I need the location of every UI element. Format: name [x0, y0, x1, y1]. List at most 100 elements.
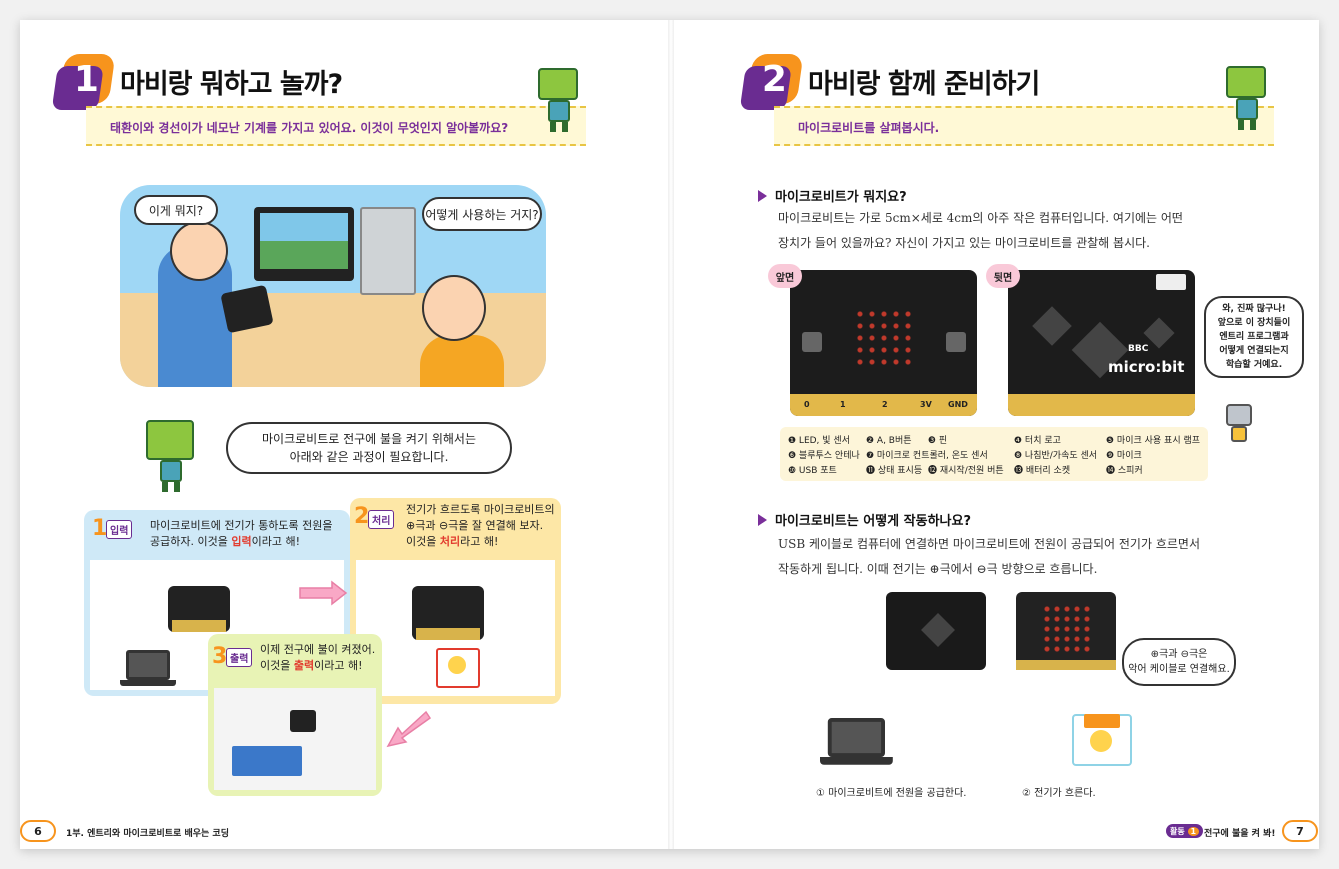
step-text: 전기가 흐르도록 마이크로비트의 ⊕극과 ⊖극을 잘 연결해 보자. 이것을 처…	[406, 502, 555, 550]
battery-socket	[1156, 274, 1186, 290]
intro-band-left: 태환이와 경선이가 네모난 기계를 가지고 있어요. 이것이 무엇인지 알아볼까…	[86, 106, 586, 146]
pin-strip	[1008, 394, 1195, 416]
microbit-board	[412, 586, 484, 640]
microbit-back: BBC micro:bit	[1008, 270, 1195, 416]
section-heading: 마이크로비트는 어떻게 작동하나요?	[758, 510, 971, 529]
legend-item: ❹ 터치 로고	[1014, 436, 1061, 446]
paragraph: USB 케이블로 컴퓨터에 연결하면 마이크로비트에 전원이 공급되어 전기가 …	[778, 532, 1200, 582]
step-text: 마이크로비트에 전기가 통하도록 전원을 공급하자. 이것을 입력이라고 해!	[150, 518, 333, 550]
battery-board	[232, 746, 302, 776]
paragraph-line: 작동하게 됩니다. 이때 전기는 ⊕극에서 ⊖극 방향으로 흐릅니다.	[778, 562, 1098, 576]
step-text-line: 마이크로비트에 전기가 통하도록 전원을	[150, 519, 333, 532]
microbit-back-small	[886, 592, 986, 670]
step-tag: 출력	[226, 648, 253, 667]
girl-character	[420, 335, 504, 387]
legend-item: ❺ 마이크 사용 표시 램프	[1106, 436, 1201, 446]
step-tag: 처리	[368, 510, 395, 529]
comic-panel: 이게 뭐지? 어떻게 사용하는 거지?	[120, 185, 546, 387]
component-legend: ❶ LED, 빛 센서 ❷ A, B버튼 ❸ 핀 ❹ 터치 로고 ❺ 마이크 사…	[780, 427, 1208, 481]
legend-item: ⓫ 상태 표시등	[866, 466, 923, 476]
step-output-box: 3 출력 이제 전구에 불이 켜졌어. 이것을 출력이라고 해!	[208, 634, 382, 796]
intro-text-left: 태환이와 경선이가 네모난 기계를 가지고 있어요. 이것이 무엇인지 알아볼까…	[110, 121, 509, 135]
page-number-right: 7	[1282, 820, 1318, 842]
button-a	[802, 332, 822, 352]
pin-label: 1	[840, 400, 846, 409]
section-badge-2: 2	[746, 54, 804, 104]
microbit-front: 0 1 2 3V GND	[790, 270, 977, 416]
page-gutter	[668, 20, 674, 849]
step-text-line: 이제 전구에 불이 켜졌어.	[260, 643, 376, 656]
legend-item: ❿ USB 포트	[788, 466, 837, 476]
arrow-icon	[299, 580, 348, 606]
highlight-word: 입력	[231, 535, 252, 548]
step-process-box: 2 처리 전기가 흐르도록 마이크로비트의 ⊕극과 ⊖극을 잘 연결해 보자. …	[350, 498, 561, 704]
step-text-line: 이것을 처리라고 해!	[406, 535, 499, 548]
page-title-right: 마비랑 함께 준비하기	[808, 69, 1040, 100]
bubble-line: ⊕극과 ⊖극은	[1150, 649, 1208, 660]
monitor	[254, 207, 354, 281]
bulb-icon	[1090, 730, 1112, 752]
microbit-front-small	[1016, 592, 1116, 670]
pin-strip	[790, 394, 977, 416]
caption-1: ① 마이크로비트에 전원을 공급한다.	[816, 788, 967, 799]
legend-item: ⓮ 스피커	[1106, 466, 1143, 476]
bubble-line: 앞으로 이 장치들이	[1217, 318, 1291, 328]
page-title-left: 마비랑 뭐하고 놀까?	[120, 69, 343, 100]
pc-tower	[360, 207, 416, 295]
microbit-board	[290, 710, 316, 732]
pin-label: GND	[948, 400, 968, 409]
section-heading: 마이크로비트가 뭐지요?	[758, 186, 907, 205]
book-spread: 1 마비랑 뭐하고 놀까? 태환이와 경선이가 네모난 기계를 가지고 있어요.…	[20, 20, 1319, 849]
led-grid	[854, 308, 914, 368]
step-text-line: 공급하자. 이것을 입력이라고 해!	[150, 535, 300, 548]
back-label: 뒷면	[986, 264, 1020, 288]
robot-speech-bubble: 마이크로비트로 전구에 불을 켜기 위해서는 아래와 같은 과정이 필요합니다.	[226, 422, 512, 474]
pin-label: 0	[804, 400, 810, 409]
step-text-line: 전기가 흐르도록 마이크로비트의	[406, 503, 555, 516]
bubble-line: 엔트리 프로그램과	[1219, 332, 1289, 342]
legend-item: ⓬ 재시작/전원 버튼	[928, 466, 1004, 476]
activity-tag-label: 활동	[1170, 826, 1185, 836]
battery-icon	[1084, 714, 1120, 728]
intro-text-right: 마이크로비트를 살펴봅시다.	[798, 121, 940, 135]
paragraph-line: 마이크로비트는 가로 5cm×세로 4cm의 아주 작은 컴퓨터입니다. 여기에…	[778, 211, 1183, 225]
bulb-icon	[448, 656, 466, 674]
legend-item: ❶ LED, 빛 센서	[788, 436, 850, 446]
step-tag: 입력	[106, 520, 133, 539]
arrow-icon	[386, 710, 432, 748]
chip	[1032, 306, 1072, 346]
footer-left: 1부. 엔트리와 마이크로비트로 배우는 코딩	[66, 829, 229, 839]
paragraph: 마이크로비트는 가로 5cm×세로 4cm의 아주 작은 컴퓨터입니다. 여기에…	[778, 206, 1183, 256]
clip-speech-bubble: ⊕극과 ⊖극은 악어 케이블로 연결해요.	[1122, 638, 1236, 686]
paragraph-line: 장치가 들어 있을까요? 자신이 가지고 있는 마이크로비트를 관찰해 봅시다.	[778, 236, 1150, 250]
robot-bubble-line1: 마이크로비트로 전구에 불을 켜기 위해서는	[262, 432, 476, 446]
section-badge-1: 1	[58, 54, 116, 104]
legend-item: ❾ 마이크	[1106, 451, 1142, 461]
speech-bubble-girl: 어떻게 사용하는 거지?	[422, 197, 542, 231]
paragraph-line: USB 케이블로 컴퓨터에 연결하면 마이크로비트에 전원이 공급되어 전기가 …	[778, 537, 1200, 551]
legend-item: ❽ 나침반/가속도 센서	[1014, 451, 1098, 461]
legend-item: ❻ 블루투스 안테나	[788, 451, 860, 461]
speech-bubble-boy: 이게 뭐지?	[134, 195, 218, 225]
activity-tag: 활동 1	[1166, 824, 1204, 838]
microbit-logo: micro:bit	[1108, 358, 1185, 376]
girl-face	[422, 275, 486, 341]
legend-item: ⓭ 배터리 소켓	[1014, 466, 1071, 476]
bubble-line: 악어 케이블로 연결해요.	[1128, 664, 1230, 675]
intro-band-right: 마이크로비트를 살펴봅시다.	[774, 106, 1274, 146]
robot-speech-bubble: 와, 진짜 많구나! 앞으로 이 장치들이 엔트리 프로그램과 어떻게 연결되는…	[1204, 296, 1304, 378]
bubble-line: 학습할 거예요.	[1225, 360, 1283, 370]
bubble-line: 어떻게 연결되는지	[1219, 346, 1289, 356]
robot-bubble-line2: 아래와 같은 과정이 필요합니다.	[289, 450, 449, 464]
step-number: 3	[212, 644, 228, 669]
button-b	[946, 332, 966, 352]
legend-item: ❼ 마이크로 컨트롤러, 온도 센서	[866, 451, 988, 461]
page-number-left: 6	[20, 820, 56, 842]
boy-face	[170, 221, 228, 281]
step-text: 이제 전구에 불이 켜졌어. 이것을 출력이라고 해!	[260, 642, 375, 674]
circuit-loop	[436, 648, 480, 688]
activity-number: 1	[1187, 826, 1200, 836]
pin-label: 3V	[920, 400, 932, 409]
pin-label: 2	[882, 400, 888, 409]
step-text-line: 이것을 출력이라고 해!	[260, 659, 363, 672]
